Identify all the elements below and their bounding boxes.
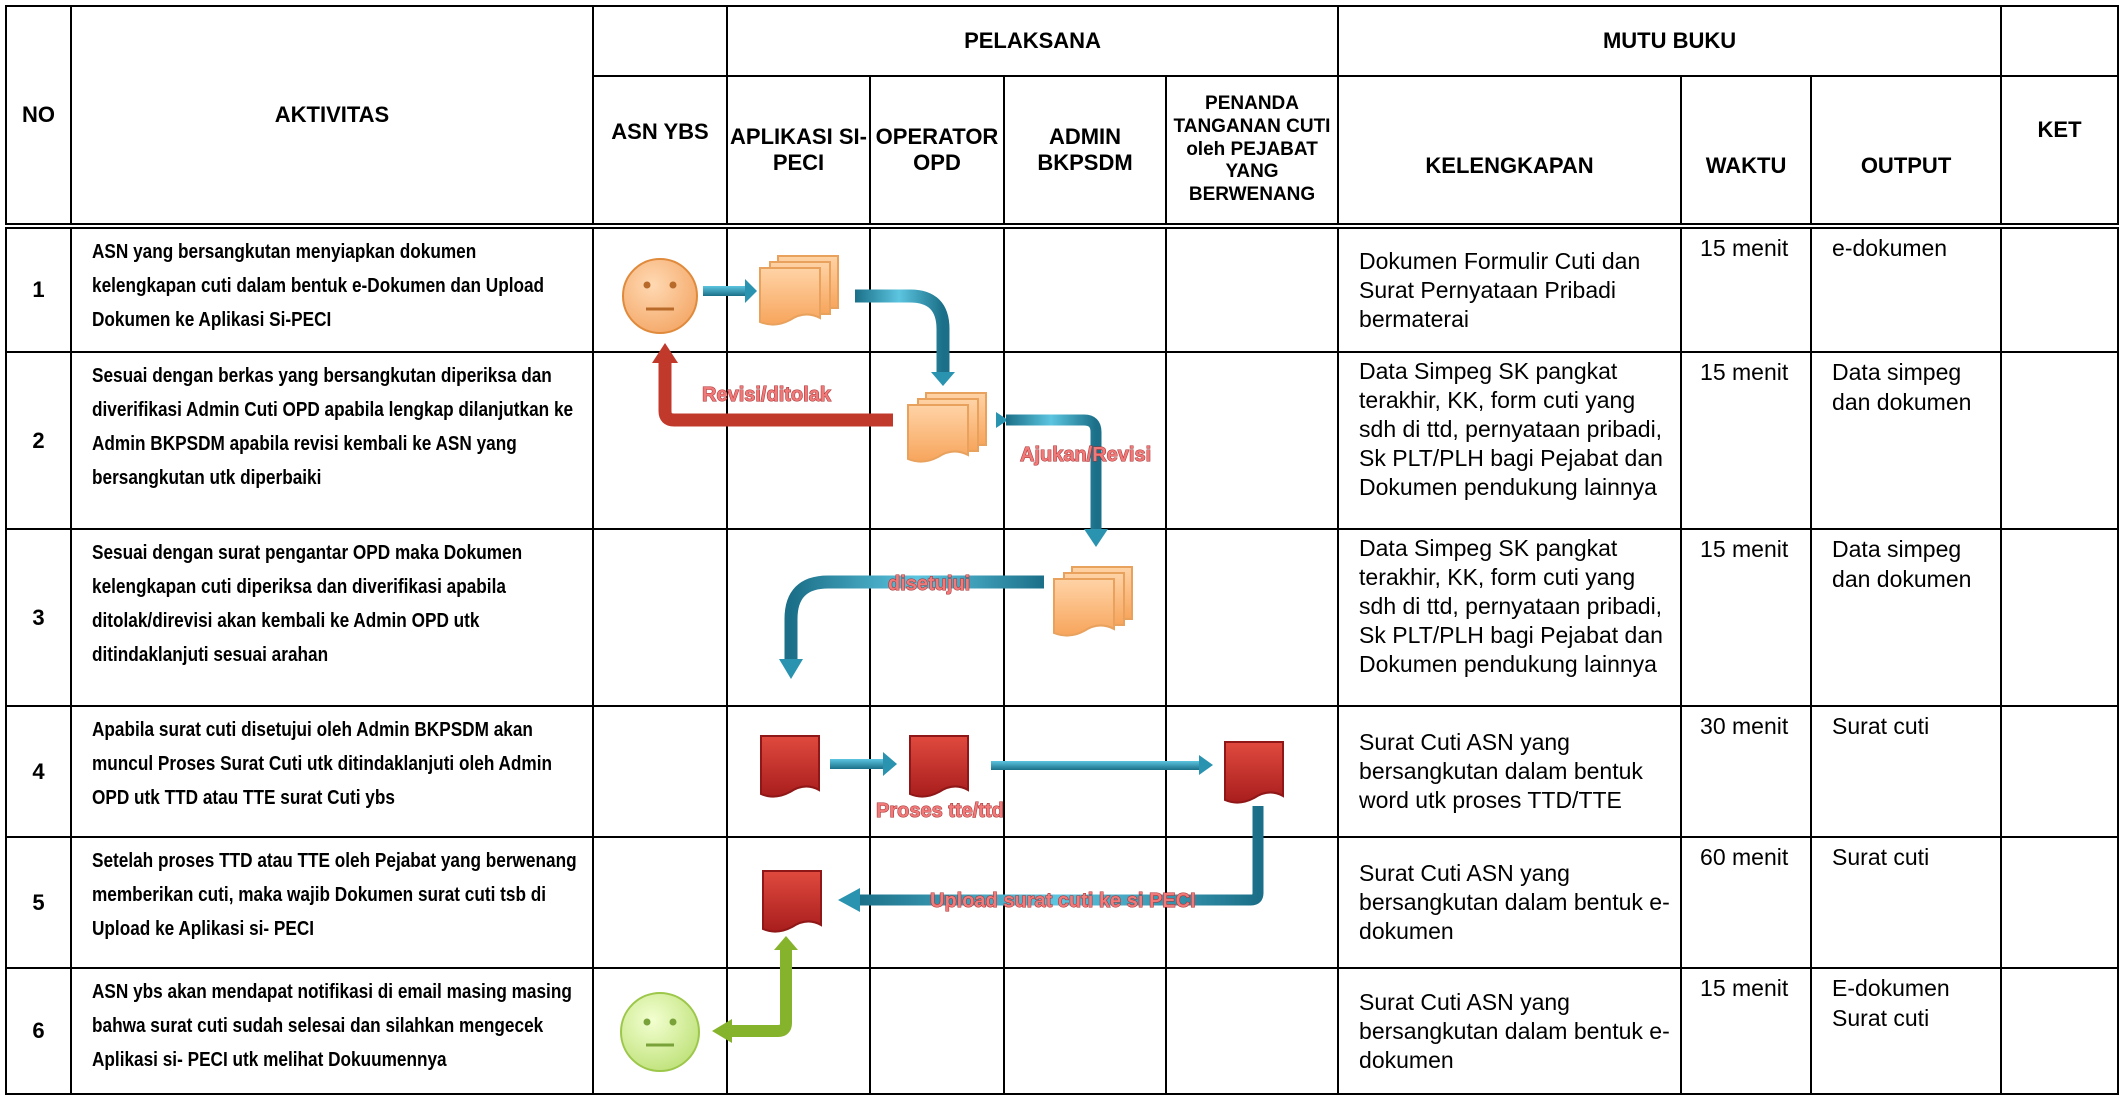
row-number: 6 bbox=[5, 967, 72, 1095]
header-output: OUTPUT bbox=[1810, 75, 2003, 229]
row-ket bbox=[2000, 225, 2120, 353]
row-activity: ASN ybs akan mendapat notifikasi di emai… bbox=[70, 967, 594, 1095]
cell-admin bbox=[1003, 705, 1167, 838]
row-number: 5 bbox=[5, 836, 72, 969]
cell-aplikasi bbox=[726, 351, 871, 530]
row-number: 1 bbox=[5, 225, 72, 353]
row-output: Data simpeg dan dokumen bbox=[1810, 351, 2003, 530]
cell-asn bbox=[592, 225, 728, 353]
cell-operator bbox=[869, 528, 1005, 707]
header-asn-ybs: ASN YBS bbox=[592, 75, 728, 229]
cell-aplikasi bbox=[726, 836, 871, 969]
cell-penanda bbox=[1164, 836, 1340, 969]
row-number: 4 bbox=[5, 705, 72, 838]
row-activity: Sesuai dengan surat pengantar OPD maka D… bbox=[70, 528, 594, 707]
row-waktu: 15 menit bbox=[1680, 967, 1813, 1095]
cell-admin bbox=[1003, 225, 1167, 353]
row-kelengkapan: Dokumen Formulir Cuti dan Surat Pernyata… bbox=[1337, 225, 1683, 353]
row-ket bbox=[2000, 836, 2120, 969]
row-output: e-dokumen bbox=[1810, 225, 2003, 353]
header-waktu: WAKTU bbox=[1680, 75, 1813, 229]
row-output: E-dokumen Surat cuti bbox=[1810, 967, 2003, 1095]
table-row: 1 ASN yang bersangkutan menyiapkan dokum… bbox=[5, 225, 2120, 353]
cell-asn bbox=[592, 351, 728, 530]
cell-operator bbox=[869, 225, 1005, 353]
row-waktu: 15 menit bbox=[1680, 528, 1813, 707]
row-ket bbox=[2000, 528, 2120, 707]
cell-penanda bbox=[1164, 967, 1340, 1095]
row-output: Surat cuti bbox=[1810, 836, 2003, 969]
table-row: 3 Sesuai dengan surat pengantar OPD maka… bbox=[5, 528, 2120, 707]
sop-flow-table: NO AKTIVITAS PELAKSANA MUTU BUKU ASN YBS… bbox=[5, 5, 2120, 1095]
cell-asn bbox=[592, 967, 728, 1095]
header-admin: ADMIN BKPSDM bbox=[1003, 75, 1167, 229]
row-kelengkapan: Data Simpeg SK pangkat terakhir, KK, for… bbox=[1337, 528, 1683, 707]
header-no: NO bbox=[5, 5, 72, 229]
header-aplikasi: APLIKASI SI-PECI bbox=[726, 75, 871, 229]
cell-penanda bbox=[1164, 351, 1340, 530]
header-pelaksana: PELAKSANA bbox=[725, 5, 1340, 77]
cell-aplikasi bbox=[726, 705, 871, 838]
table-row: 4 Apabila surat cuti disetujui oleh Admi… bbox=[5, 705, 2120, 838]
header-kelengkapan: KELENGKAPAN bbox=[1337, 75, 1683, 229]
header-mutu-buku: MUTU BUKU bbox=[1337, 5, 2003, 77]
row-kelengkapan: Surat Cuti ASN yang bersangkutan dalam b… bbox=[1337, 705, 1683, 838]
cell-penanda bbox=[1164, 528, 1340, 707]
cell-operator bbox=[869, 836, 1005, 969]
header-operator: OPERATOR OPD bbox=[869, 75, 1005, 229]
cell-operator bbox=[869, 705, 1005, 838]
cell-penanda bbox=[1164, 225, 1340, 353]
row-waktu: 15 menit bbox=[1680, 351, 1813, 530]
row-number: 2 bbox=[5, 351, 72, 530]
header-pelaksana-blank bbox=[592, 5, 728, 77]
table-row: 2 Sesuai dengan berkas yang bersangkutan… bbox=[5, 351, 2120, 530]
row-output: Data simpeg dan dokumen bbox=[1810, 528, 2003, 707]
cell-admin bbox=[1003, 836, 1167, 969]
row-activity: Sesuai dengan berkas yang bersangkutan d… bbox=[70, 351, 594, 530]
row-ket bbox=[2000, 705, 2120, 838]
cell-admin bbox=[1003, 351, 1167, 530]
row-kelengkapan: Data Simpeg SK pangkat terakhir, KK, for… bbox=[1337, 351, 1683, 530]
header-ket-top bbox=[2000, 5, 2120, 77]
row-kelengkapan: Surat Cuti ASN yang bersangkutan dalam b… bbox=[1337, 836, 1683, 969]
cell-aplikasi bbox=[726, 225, 871, 353]
header-ket: KET bbox=[2000, 75, 2120, 229]
row-ket bbox=[2000, 967, 2120, 1095]
cell-asn bbox=[592, 705, 728, 838]
row-ket bbox=[2000, 351, 2120, 530]
row-waktu: 15 menit bbox=[1680, 225, 1813, 353]
cell-aplikasi bbox=[726, 528, 871, 707]
row-waktu: 60 menit bbox=[1680, 836, 1813, 969]
row-waktu: 30 menit bbox=[1680, 705, 1813, 838]
cell-asn bbox=[592, 528, 728, 707]
row-number: 3 bbox=[5, 528, 72, 707]
row-kelengkapan: Surat Cuti ASN yang bersangkutan dalam b… bbox=[1337, 967, 1683, 1095]
cell-penanda bbox=[1164, 705, 1340, 838]
table-row: 6 ASN ybs akan mendapat notifikasi di em… bbox=[5, 967, 2120, 1095]
cell-asn bbox=[592, 836, 728, 969]
cell-admin bbox=[1003, 967, 1167, 1095]
header-aktivitas: AKTIVITAS bbox=[70, 5, 594, 229]
table-row: 5 Setelah proses TTD atau TTE oleh Pejab… bbox=[5, 836, 2120, 969]
row-activity: Setelah proses TTD atau TTE oleh Pejabat… bbox=[70, 836, 594, 969]
cell-operator bbox=[869, 967, 1005, 1095]
cell-operator bbox=[869, 351, 1005, 530]
cell-admin bbox=[1003, 528, 1167, 707]
header-penanda: PENANDA TANGANAN CUTI oleh PEJABAT YANG … bbox=[1164, 75, 1340, 229]
row-activity: Apabila surat cuti disetujui oleh Admin … bbox=[70, 705, 594, 838]
cell-aplikasi bbox=[726, 967, 871, 1095]
row-output: Surat cuti bbox=[1810, 705, 2003, 838]
row-activity: ASN yang bersangkutan menyiapkan dokumen… bbox=[70, 225, 594, 353]
